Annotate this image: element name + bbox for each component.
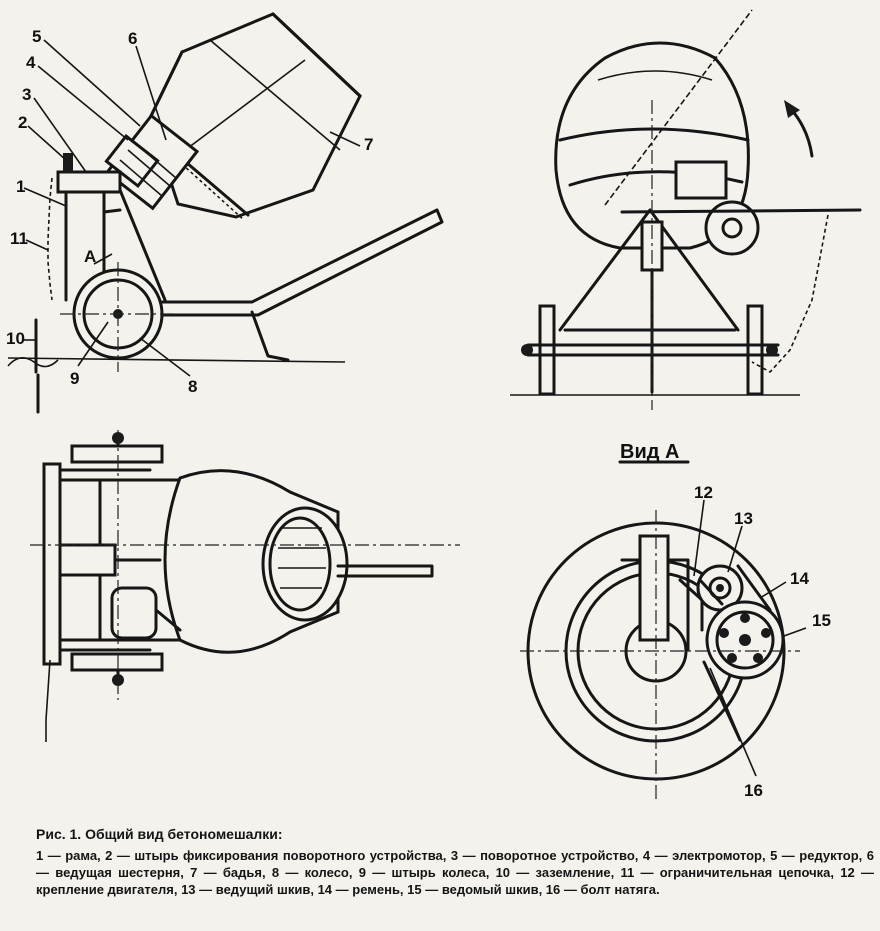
label-a: А xyxy=(84,247,96,266)
label-4: 4 xyxy=(26,53,36,72)
top-frame xyxy=(42,462,182,666)
view-a-tension-bolt xyxy=(702,660,742,742)
view-a-driven-pulley xyxy=(705,600,785,680)
side-rotary-head xyxy=(56,170,122,194)
view-a-title: Вид А xyxy=(620,441,679,463)
top-drum xyxy=(163,469,349,654)
front-motor xyxy=(674,160,728,200)
side-ground-hatch xyxy=(7,357,59,368)
top-view xyxy=(30,430,460,742)
view-a-post xyxy=(638,534,670,642)
front-limit-chain xyxy=(751,214,829,374)
side-lock-pin xyxy=(63,153,73,173)
side-view: 5 4 3 2 1 11 10 9 8 6 7 А xyxy=(6,12,444,414)
label-12: 12 xyxy=(694,483,713,502)
top-motor xyxy=(110,586,158,640)
top-chain xyxy=(45,659,51,742)
front-swing-bar xyxy=(620,208,862,214)
side-drum xyxy=(148,12,362,219)
caption-legend: 1 — рама, 2 — штырь фиксирования поворот… xyxy=(36,848,874,897)
label-1: 1 xyxy=(16,177,25,196)
label-2: 2 xyxy=(18,113,27,132)
front-driven-pulley xyxy=(704,200,760,256)
caption-title: Рис. 1. Общий вид бетономешалки: xyxy=(36,826,283,842)
top-wheel-upper xyxy=(70,444,164,464)
side-leaders xyxy=(22,39,361,377)
label-14: 14 xyxy=(790,569,809,588)
figure-caption: Рис. 1. Общий вид бетономешалки: 1 — рам… xyxy=(36,826,874,898)
label-5: 5 xyxy=(32,27,41,46)
top-wheel-lower xyxy=(70,652,164,672)
view-a-belt xyxy=(698,564,772,612)
label-11: 11 xyxy=(10,229,28,248)
label-3: 3 xyxy=(22,85,31,104)
label-7: 7 xyxy=(364,135,373,154)
concrete-mixer-figure: 5 4 3 2 1 11 10 9 8 6 7 А xyxy=(6,9,862,800)
rotation-arrow xyxy=(788,106,814,158)
label-15: 15 xyxy=(812,611,831,630)
view-a: Вид А xyxy=(520,441,831,800)
front-view xyxy=(510,9,862,410)
side-limit-chain xyxy=(47,177,53,301)
label-10: 10 xyxy=(6,329,25,348)
label-6: 6 xyxy=(128,29,137,48)
label-8: 8 xyxy=(188,377,197,396)
front-tilt-axis xyxy=(604,9,753,206)
top-handle-bar xyxy=(336,564,434,578)
side-ground-line xyxy=(7,357,346,363)
label-16: 16 xyxy=(744,781,763,800)
label-13: 13 xyxy=(734,509,753,528)
view-a-drive-pulley xyxy=(696,564,744,612)
label-9: 9 xyxy=(70,369,79,388)
